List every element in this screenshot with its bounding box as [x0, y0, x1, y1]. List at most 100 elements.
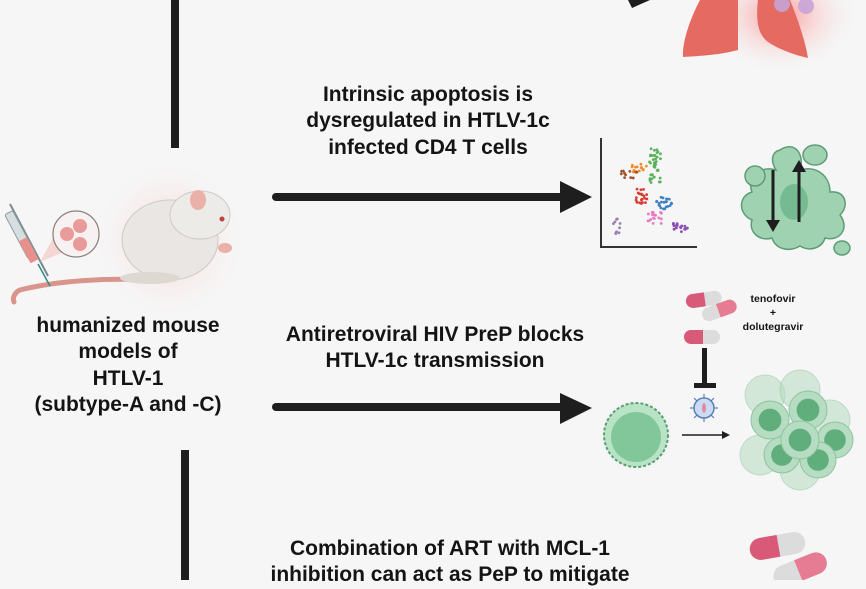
- top-vertical-connector: [171, 0, 179, 148]
- source-label: humanized mouse models of HTLV-1 (subtyp…: [0, 313, 256, 418]
- umap-point: [615, 217, 619, 221]
- umap-point: [636, 200, 639, 204]
- umap-point: [664, 200, 667, 204]
- umap-point: [639, 162, 643, 166]
- umap-point: [639, 188, 643, 192]
- umap-point: [635, 187, 639, 191]
- umap-point: [658, 176, 662, 180]
- umap-point: [642, 187, 645, 191]
- syringe-icon: [4, 203, 51, 287]
- umap-point: [651, 158, 655, 162]
- umap-point: [657, 180, 661, 184]
- umap-point: [643, 196, 647, 200]
- umap-point: [651, 221, 655, 225]
- umap-point: [651, 210, 655, 214]
- finding-line: Antiretroviral HIV PreP blocks: [285, 323, 585, 346]
- umap-point: [653, 148, 656, 152]
- finding-line: HTLV-1c transmission: [325, 349, 545, 373]
- umap-point: [659, 221, 663, 225]
- umap-point: [637, 169, 641, 173]
- umap-point: [614, 232, 618, 236]
- umap-point: [685, 226, 689, 230]
- umap-point: [667, 197, 671, 201]
- umap-point: [659, 206, 663, 210]
- umap-point: [659, 210, 663, 214]
- umap-point: [683, 228, 687, 231]
- drug-plus: +: [769, 307, 777, 320]
- umap-point: [619, 172, 623, 176]
- top-arrowhead: [628, 0, 650, 8]
- umap-point: [640, 197, 644, 201]
- umap-point: [629, 176, 633, 180]
- umap-point: [649, 181, 653, 184]
- cluster-cell-nucleus: [824, 429, 846, 451]
- umap-point: [657, 216, 661, 220]
- umap-point: [650, 177, 654, 181]
- source-label-line: humanized mouse: [36, 314, 220, 337]
- umap-point: [659, 217, 663, 221]
- umap-point: [641, 168, 645, 171]
- source-label-line: (subtype-A and -C): [34, 392, 222, 416]
- umap-point: [618, 222, 622, 225]
- umap-point: [640, 202, 643, 205]
- cluster-cell-nucleus: [788, 428, 812, 452]
- umap-cluster-plot-icon: [600, 138, 697, 248]
- umap-point: [612, 222, 615, 226]
- umap-point: [634, 196, 638, 200]
- umap-point: [630, 163, 634, 167]
- finding-prep-text: Antiretroviral HIV PreP blocks HTLV-1c t…: [250, 322, 620, 375]
- umap-point: [652, 175, 656, 179]
- umap-point: [639, 166, 643, 170]
- umap-point: [654, 157, 657, 161]
- umap-point: [644, 164, 648, 168]
- umap-point: [648, 178, 652, 182]
- umap-point: [652, 217, 656, 221]
- finding-line: inhibition can act as PeP to mitigate: [270, 563, 630, 587]
- umap-point: [659, 195, 663, 199]
- umap-point: [672, 224, 676, 228]
- umap-point: [662, 207, 665, 211]
- umap-point: [634, 170, 638, 174]
- umap-point: [655, 200, 658, 204]
- umap-point: [668, 204, 672, 208]
- umap-point: [654, 213, 657, 217]
- umap-point: [659, 157, 662, 161]
- finding-line: dysregulated in HTLV-1c: [306, 109, 550, 133]
- lungs-icon: [682, 0, 814, 58]
- umap-point: [650, 173, 654, 176]
- cluster-cell-nucleus: [758, 408, 782, 432]
- pills-icon: [684, 290, 737, 344]
- mouse-tail-icon: [10, 276, 153, 305]
- umap-point: [669, 201, 673, 205]
- inhibition-bar-icon: [694, 348, 716, 388]
- umap-point: [618, 226, 621, 230]
- cell-cluster-icon: [739, 369, 854, 491]
- umap-point: [623, 176, 626, 180]
- umap-point: [650, 154, 654, 157]
- bottom-pills-icon: [749, 532, 827, 580]
- umap-point: [671, 222, 675, 225]
- finding-combination-text: Combination of ART with MCL-1 inhibition…: [210, 536, 690, 589]
- umap-point: [646, 212, 650, 216]
- umap-point: [666, 204, 670, 208]
- umap-point: [675, 223, 679, 227]
- umap-point: [623, 171, 627, 175]
- umap-point: [642, 194, 646, 198]
- umap-point: [680, 224, 684, 228]
- umap-point: [645, 193, 649, 197]
- umap-point: [617, 231, 621, 235]
- proliferation-arrow: [682, 431, 730, 439]
- umap-point: [680, 230, 683, 234]
- umap-point: [621, 169, 625, 173]
- umap-point: [675, 226, 678, 230]
- finding-apoptosis-text: Intrinsic apoptosis is dysregulated in H…: [278, 82, 578, 161]
- umap-point: [656, 150, 660, 154]
- umap-point: [683, 224, 687, 228]
- umap-point: [632, 168, 636, 172]
- umap-point: [659, 152, 662, 156]
- umap-point: [665, 197, 669, 201]
- bottom-vertical-connector: [181, 450, 189, 580]
- virus-icon: [690, 394, 718, 422]
